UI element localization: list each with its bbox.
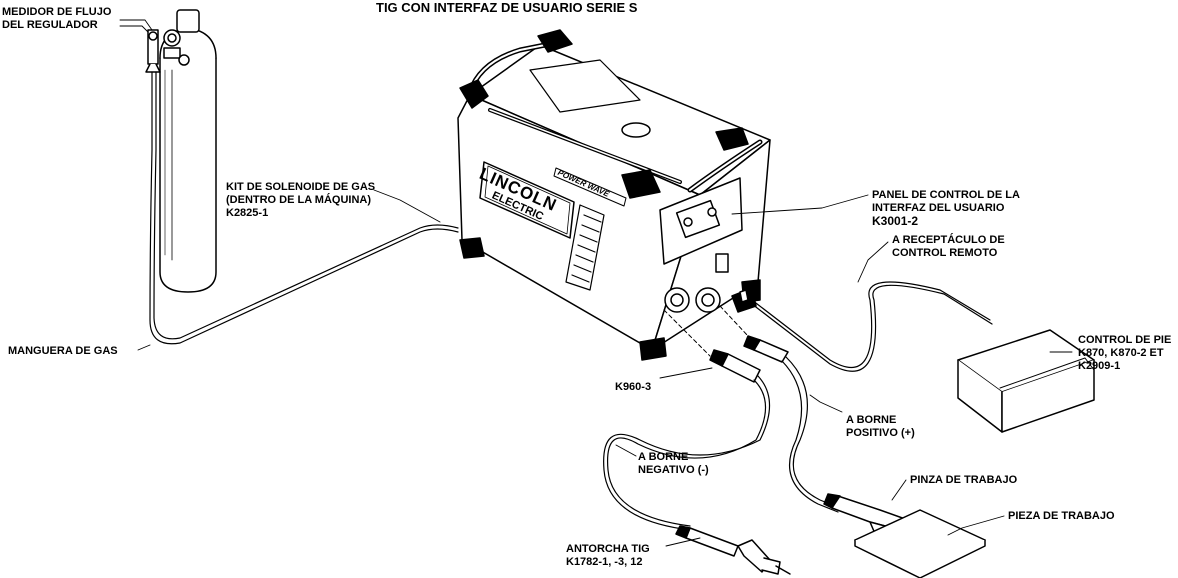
page-title: TIG CON INTERFAZ DE USUARIO SERIE S xyxy=(376,0,638,15)
label-foot-control-line3: K2909-1 xyxy=(1078,360,1121,372)
negative-cable xyxy=(603,349,771,531)
label-tig-torch-line1: ANTORCHA TIG xyxy=(566,543,650,555)
label-ui-panel-line2: INTERFAZ DEL USUARIO xyxy=(872,202,1005,214)
regulator-flow-meter xyxy=(119,25,190,73)
label-negative-stud: A BORNE NEGATIVO (-) xyxy=(638,451,709,477)
workpiece xyxy=(854,509,986,578)
connection-dashes xyxy=(663,305,749,357)
label-gas-solenoid: KIT DE SOLENOIDE DE GAS (DENTRO DE LA MÁ… xyxy=(226,181,375,220)
label-ui-panel-line3: K3001-2 xyxy=(872,214,919,228)
label-ui-panel-line1: PANEL DE CONTROL DE LA xyxy=(872,189,1020,201)
label-gas-solenoid-line1: KIT DE SOLENOIDE DE GAS xyxy=(226,181,376,193)
label-positive-stud-line1: A BORNE xyxy=(846,414,897,426)
label-flow-meter-line2: DEL REGULADOR xyxy=(2,19,98,31)
label-foot-control-line2: K870, K870-2 ET xyxy=(1078,347,1164,359)
label-tig-torch-line2: K1782-1, -3, 12 xyxy=(566,556,643,568)
label-gas-solenoid-line2: (DENTRO DE LA MÁQUINA) xyxy=(226,194,372,206)
label-work-clamp: PINZA DE TRABAJO xyxy=(910,474,1018,486)
positive-cable xyxy=(743,335,841,513)
label-foot-control: CONTROL DE PIE K870, K870-2 ET K2909-1 xyxy=(1078,334,1171,373)
leader-lines xyxy=(119,19,1073,547)
welding-machine xyxy=(457,29,771,361)
label-ui-panel: PANEL DE CONTROL DE LA INTERFAZ DEL USUA… xyxy=(872,189,1020,228)
label-foot-control-line1: CONTROL DE PIE xyxy=(1078,334,1172,346)
label-remote-receptacle-line1: A RECEPTÁCULO DE xyxy=(892,234,1005,246)
label-remote-receptacle-line2: CONTROL REMOTO xyxy=(892,247,998,259)
label-negative-stud-line2: NEGATIVO (-) xyxy=(638,464,709,476)
foot-control xyxy=(957,329,1095,433)
label-workpiece: PIEZA DE TRABAJO xyxy=(1008,510,1115,522)
label-positive-stud: A BORNE POSITIVO (+) xyxy=(846,414,915,440)
label-negative-stud-line1: A BORNE xyxy=(638,451,689,463)
label-flow-meter: MEDIDOR DE FLUJO DEL REGULADOR xyxy=(2,6,111,32)
label-adapter: K960-3 xyxy=(615,381,652,393)
gas-hose xyxy=(149,71,459,345)
tig-torch xyxy=(675,525,791,575)
label-tig-torch: ANTORCHA TIG K1782-1, -3, 12 xyxy=(566,543,650,569)
remote-cable xyxy=(751,281,993,372)
label-remote-receptacle: A RECEPTÁCULO DE CONTROL REMOTO xyxy=(892,234,1005,260)
label-gas-solenoid-line3: K2825-1 xyxy=(226,207,269,219)
label-gas-hose: MANGUERA DE GAS xyxy=(8,345,118,357)
label-positive-stud-line2: POSITIVO (+) xyxy=(846,427,915,439)
label-flow-meter-line1: MEDIDOR DE FLUJO xyxy=(2,6,112,18)
